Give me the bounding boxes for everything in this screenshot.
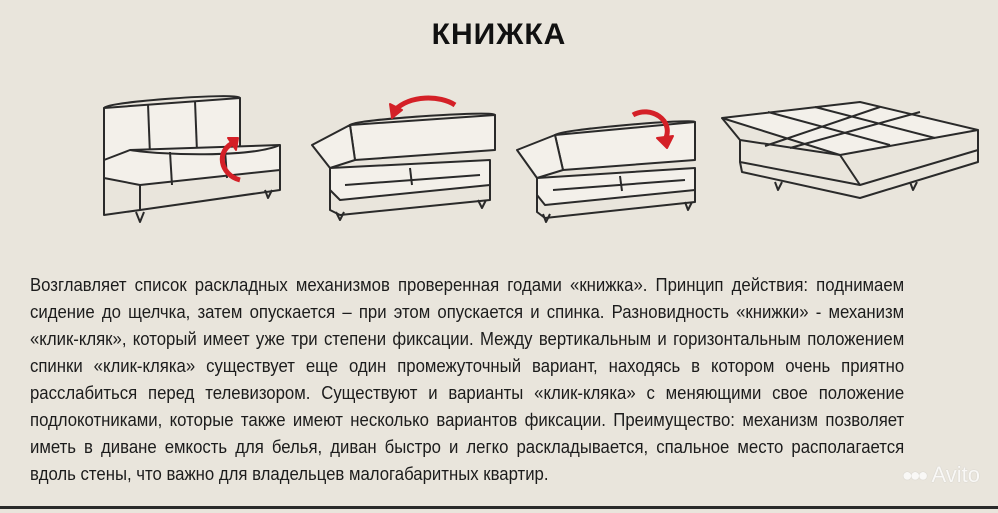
sofa-folded-illustration [103, 95, 281, 223]
sofa-back-lowering-illustration [516, 109, 696, 223]
sofa-storage-open-illustration [311, 95, 496, 221]
bottom-divider [0, 506, 998, 509]
description-text: Возглавляет список раскладных механизмов… [30, 275, 905, 484]
watermark-logo: ●●● Avito [902, 462, 980, 488]
page-title: КНИЖКА [431, 18, 567, 51]
watermark-text: Avito [931, 462, 980, 487]
illustrations-row [0, 90, 998, 240]
sofa-unfolded-illustration [721, 101, 979, 199]
avito-logo-icon: ●●● [901, 464, 929, 485]
